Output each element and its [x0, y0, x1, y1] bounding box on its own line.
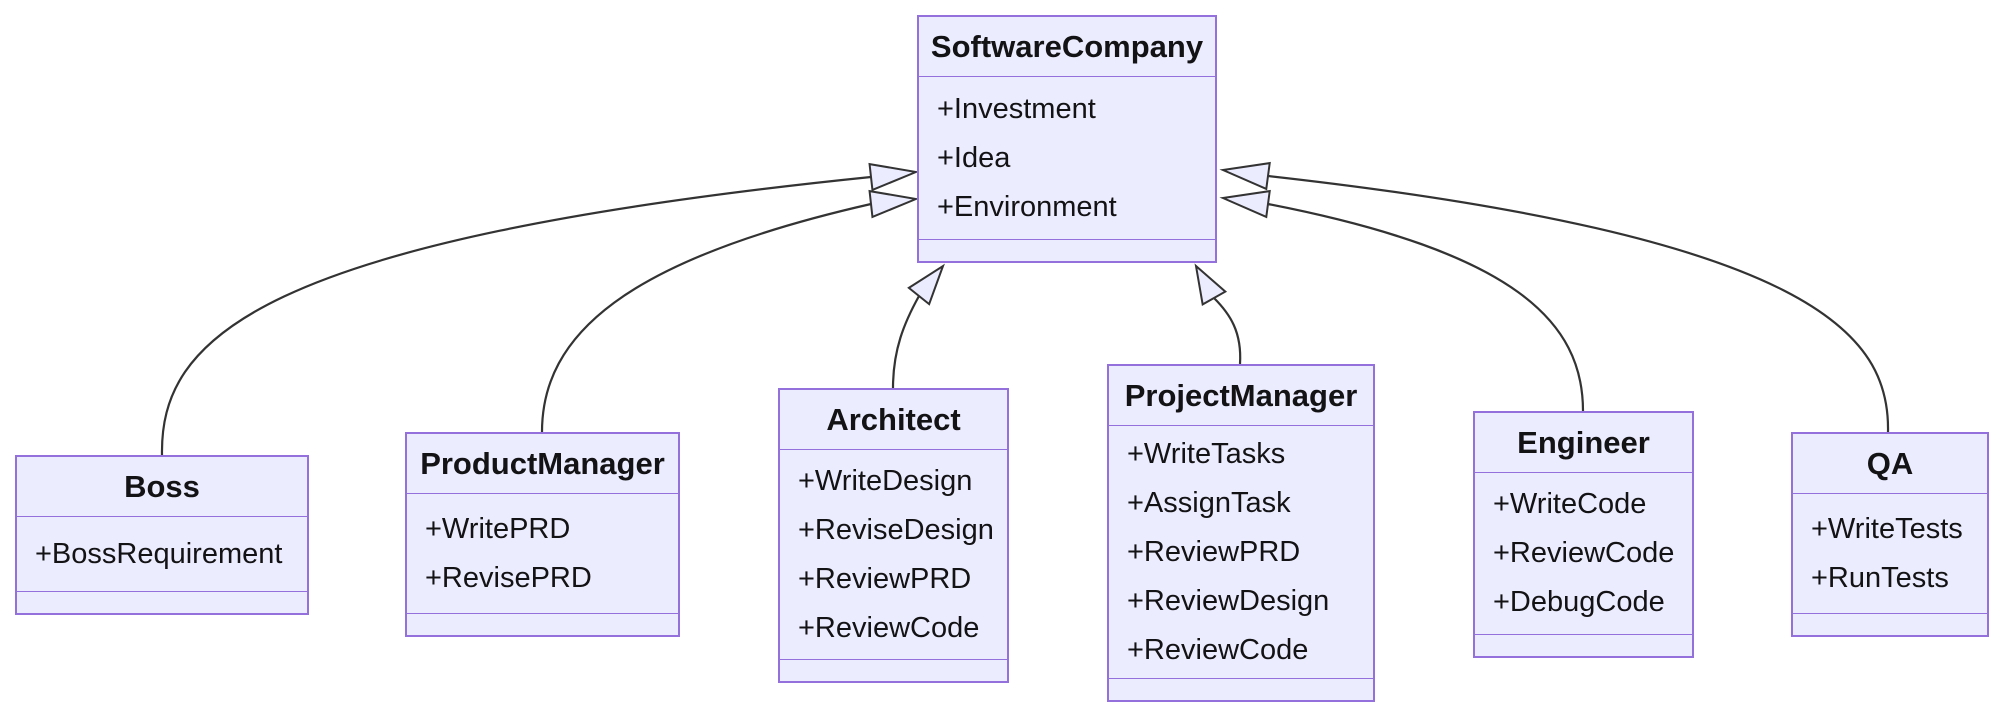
class-methods-empty	[919, 240, 1215, 261]
class-member: +WriteDesign	[798, 464, 973, 497]
class-members: +WriteTests +RunTests	[1793, 493, 1987, 614]
edge-engineer-to-softwarecompany	[1219, 189, 1585, 412]
inheritance-arrowhead	[1219, 161, 1271, 191]
class-methods-empty	[1109, 679, 1373, 700]
class-box-projectmanager: ProjectManager +WriteTasks +AssignTask +Rev…	[1107, 364, 1375, 702]
class-member: +WriteCode	[1493, 488, 1647, 520]
class-box-softwarecompany: SoftwareCompany +Investment +Idea +Environm…	[917, 15, 1217, 263]
class-member: +ReviewCode	[798, 611, 980, 644]
inheritance-arrowhead	[868, 162, 920, 192]
class-box-architect: Architect +WriteDesign +ReviseDesign +Revie…	[778, 388, 1009, 683]
class-box-boss: Boss +BossRequirement	[15, 455, 309, 615]
edge-architect-to-softwarecompany	[891, 263, 945, 389]
class-member: +ReviewPRD	[798, 562, 972, 595]
class-member: +ReviewDesign	[1127, 584, 1330, 617]
inheritance-line	[891, 295, 920, 389]
class-member: +DebugCode	[1493, 586, 1665, 618]
inheritance-arrowhead	[907, 263, 945, 306]
class-member: +ReviewCode	[1493, 537, 1675, 569]
class-name: SoftwareCompany	[930, 28, 1204, 64]
class-member: +ReviewPRD	[1127, 535, 1301, 568]
class-member: +Investment	[937, 92, 1096, 125]
class-member: +RevisePRD	[425, 561, 592, 594]
class-members: +BossRequirement	[17, 516, 307, 592]
class-box-qa: QA +WriteTests +RunTests	[1791, 432, 1989, 637]
edge-projectmanager-to-softwarecompany	[1194, 263, 1242, 365]
class-name: Boss	[124, 468, 200, 504]
class-member: +Idea	[937, 141, 1011, 174]
class-member: +BossRequirement	[35, 537, 283, 570]
inheritance-line	[1267, 174, 1890, 433]
class-members: +WritePRD +RevisePRD	[407, 493, 678, 614]
edge-boss-to-softwarecompany	[160, 162, 920, 456]
inheritance-arrowhead	[868, 189, 920, 219]
class-member: +WriteTasks	[1127, 437, 1286, 470]
class-methods-empty	[17, 592, 307, 613]
class-members: +WriteCode +ReviewCode +DebugCode	[1475, 472, 1692, 635]
class-member: +RunTests	[1811, 561, 1949, 594]
class-box-productmanager: ProductManager +WritePRD +RevisePRD	[405, 432, 680, 637]
class-member: +ReviewCode	[1127, 633, 1309, 666]
class-member: +Environment	[937, 190, 1117, 223]
class-box-engineer: Engineer +WriteCode +ReviewCode +DebugCode	[1473, 411, 1694, 658]
edge-productmanager-to-softwarecompany	[540, 189, 920, 433]
class-members: +Investment +Idea +Environment	[919, 76, 1215, 240]
class-name: ProductManager	[420, 445, 665, 481]
class-member: +WriteTests	[1811, 512, 1963, 545]
class-name: Engineer	[1517, 424, 1650, 460]
inheritance-line	[160, 175, 872, 456]
inheritance-line	[1267, 202, 1585, 412]
class-name: QA	[1866, 445, 1914, 481]
class-methods-empty	[407, 614, 678, 635]
edge-qa-to-softwarecompany	[1219, 161, 1890, 433]
class-name: ProjectManager	[1124, 377, 1358, 413]
class-members: +WriteTasks +AssignTask +ReviewPRD +ReviewD…	[1109, 425, 1373, 679]
class-member: +WritePRD	[425, 512, 571, 545]
inheritance-line	[1213, 297, 1242, 365]
class-methods-empty	[1475, 635, 1692, 656]
class-name: Architect	[826, 401, 961, 437]
inheritance-arrowhead	[1194, 263, 1228, 306]
class-member: +ReviseDesign	[798, 513, 994, 546]
class-member: +AssignTask	[1127, 486, 1291, 519]
inheritance-line	[540, 202, 872, 433]
class-methods-empty	[1793, 614, 1987, 635]
inheritance-arrowhead	[1219, 189, 1271, 219]
class-members: +WriteDesign +ReviseDesign +ReviewPRD +Revi…	[780, 449, 1007, 660]
class-methods-empty	[780, 660, 1007, 681]
